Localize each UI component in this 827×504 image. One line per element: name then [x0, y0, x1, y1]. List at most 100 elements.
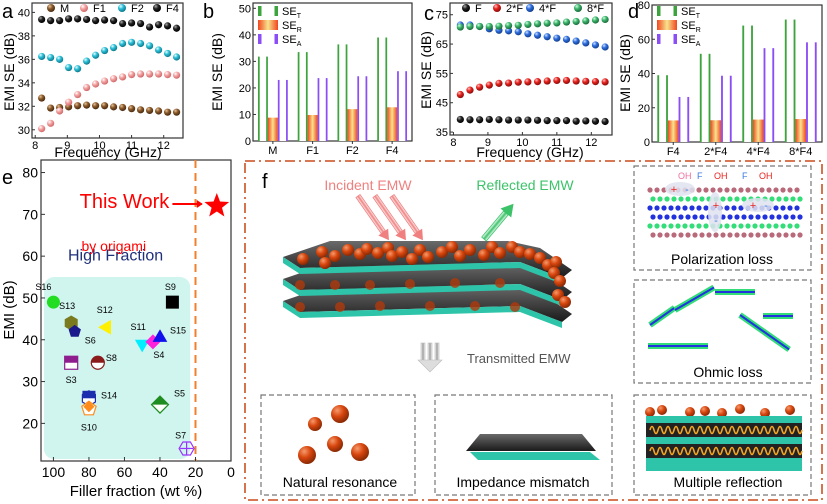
data-point-2xf [476, 83, 484, 91]
atom [647, 205, 653, 211]
atom [797, 232, 803, 238]
data-point-s5 [150, 395, 170, 414]
data-point-2xf [504, 79, 513, 87]
bar-se-r [307, 114, 318, 141]
multiple-reflection-illustration [645, 404, 803, 471]
rod-core [649, 306, 676, 326]
data-point-f4 [38, 15, 46, 24]
atom [668, 205, 674, 211]
particle [514, 246, 526, 258]
x-axis-label: Frequency (GHz) [54, 144, 161, 160]
data-point-8xf [601, 15, 609, 24]
sheet-illustration [466, 434, 600, 460]
data-point-f4 [127, 19, 136, 27]
atom [731, 205, 737, 211]
data-point-4xf [543, 33, 551, 41]
data-point-8xf [591, 16, 600, 24]
particle [735, 404, 745, 414]
atom [738, 223, 744, 229]
atom [710, 187, 716, 193]
data-point-f2 [145, 42, 154, 50]
ohmic-label: Ohmic loss [693, 364, 762, 380]
y-tick-label: 30 [239, 56, 251, 68]
x-tick-label: 0 [227, 464, 235, 480]
atom [780, 223, 786, 229]
legend-label: SET [681, 6, 701, 20]
legend-label-sub: A [297, 41, 302, 48]
particle [478, 249, 490, 261]
rod [648, 305, 677, 328]
legend-label-sub: T [297, 13, 302, 20]
data-point-f2 [65, 63, 73, 72]
rod [738, 312, 791, 352]
data-point-m [74, 102, 82, 110]
bar-se-r [267, 117, 278, 141]
x-axis-label: Frequency (GHz) [476, 144, 583, 160]
particle [446, 241, 458, 253]
atom [790, 196, 796, 202]
data-point-f4 [145, 23, 154, 31]
data-point-8xf [582, 17, 590, 25]
atom [741, 214, 747, 220]
atom [776, 196, 782, 202]
rod-core [674, 286, 715, 311]
atom [773, 205, 779, 211]
data-point-f1 [154, 70, 163, 78]
data-point-m [145, 106, 154, 115]
data-point-8xf [562, 18, 571, 26]
point-label: S3 [66, 375, 77, 385]
atom [748, 232, 754, 238]
bar-se-a [763, 48, 775, 142]
y-tick-label: 80 [22, 165, 38, 181]
data-point-4xf [562, 35, 571, 43]
panel-f-schematic: f Incident EMW Reflected EMW Transmitted… [244, 160, 823, 501]
y-tick-label: 0 [644, 137, 650, 149]
charge-sign: - [714, 215, 718, 227]
bar-se-a [721, 75, 732, 142]
atom [692, 196, 698, 202]
marker-fill [91, 356, 105, 363]
plot-frame [31, 2, 184, 139]
data-point-2xf [456, 90, 464, 99]
y-tick-label: 38 [18, 31, 30, 43]
data-point-m [163, 108, 172, 116]
data-point-2xf [582, 77, 590, 85]
data-point-f2 [119, 39, 127, 48]
x-tick-label: 40 [152, 464, 168, 480]
y-axis-label: EMI SE (dB) [209, 33, 225, 111]
rod [763, 313, 793, 319]
data-point-f1 [101, 77, 109, 85]
particle [406, 253, 418, 265]
data-point-f1 [110, 75, 118, 83]
bar-se-r [387, 107, 398, 141]
data-point-f [466, 116, 474, 124]
x-tick-label: F4 [386, 145, 399, 157]
legend-label-sub: R [696, 27, 701, 34]
atom [769, 196, 775, 202]
particle-embedded [450, 278, 460, 288]
functional-groups: OH F OH F OH [678, 171, 773, 181]
charge-sign: + [750, 200, 756, 212]
particle [396, 246, 408, 258]
data-point-4xf [553, 34, 561, 42]
bar-se-r [710, 120, 722, 142]
high-fraction-region [44, 277, 191, 459]
wave [649, 425, 803, 435]
data-point-8xf [524, 20, 532, 29]
particle-embedded [375, 301, 385, 311]
data-point-f1 [136, 70, 145, 78]
legend-label-sub: A [696, 41, 701, 48]
data-point-2xf [485, 81, 493, 89]
y-tick-label: 20 [638, 103, 650, 115]
bar-se-a [397, 71, 408, 141]
atom [703, 205, 709, 211]
y-tick-label: 35 [436, 127, 448, 139]
data-point-2xf [572, 77, 580, 85]
transmitted-label: Transmitted EMW [467, 351, 571, 366]
data-point-f [572, 117, 580, 125]
